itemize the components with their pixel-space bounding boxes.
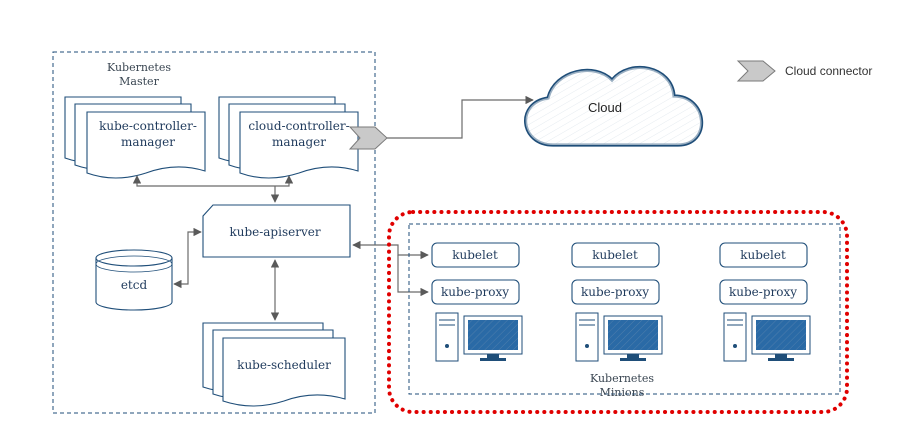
- cloud-controller-manager[interactable]: cloud-controller- manager: [218, 96, 359, 179]
- kube-apiserver-label: kube-apiserver: [229, 225, 320, 239]
- kube-controller-manager[interactable]: kube-controller- manager: [64, 96, 206, 179]
- apiserver-etcd-connector: [173, 227, 202, 289]
- kubelet-label: kubelet: [740, 248, 786, 262]
- kube-proxy-box[interactable]: [431, 279, 520, 305]
- minions-boundary: [408, 223, 841, 395]
- minions-title-line2: Minions: [600, 386, 645, 399]
- kube-apiserver[interactable]: kube-apiserver: [202, 204, 351, 258]
- minions-title-line1: Kubernetes: [590, 372, 654, 385]
- legend: Cloud connector: [736, 60, 872, 82]
- kube-scheduler-label: kube-scheduler: [237, 358, 331, 372]
- kubelet-label: kubelet: [592, 248, 638, 262]
- kube-proxy-label: kube-proxy: [441, 285, 509, 299]
- cloud-connector-icon: [348, 126, 388, 150]
- controllers-to-apiserver-connector: [132, 175, 294, 203]
- apiserver-to-minions-connector: [352, 240, 429, 297]
- kubelet-box[interactable]: [719, 242, 808, 268]
- cloud-controller-manager-label-line2: manager: [272, 135, 326, 149]
- etcd-label: etcd: [121, 278, 148, 292]
- cloud-link-arrow: [387, 95, 534, 139]
- kube-proxy-box[interactable]: [719, 279, 808, 305]
- computer-icon: [435, 312, 523, 362]
- kube-proxy-label: kube-proxy: [581, 285, 649, 299]
- cloud-controller-manager-label-line1: cloud-controller-: [248, 119, 349, 133]
- computer-icon: [575, 312, 663, 362]
- kube-proxy-label: kube-proxy: [729, 285, 797, 299]
- master-boundary: [52, 51, 376, 414]
- cloud[interactable]: Cloud: [524, 65, 704, 147]
- kubelet-box[interactable]: [431, 242, 520, 268]
- legend-cloud-connector-label: Cloud connector: [785, 64, 872, 78]
- etcd-database[interactable]: etcd: [95, 249, 173, 311]
- kubelet-box[interactable]: [571, 242, 660, 268]
- cloud-label: Cloud: [588, 100, 622, 115]
- cloud-connector-legend-icon: [736, 60, 776, 82]
- minion-node-3[interactable]: kubelet kube-proxy: [719, 242, 811, 362]
- kube-controller-manager-label-line1: kube-controller-: [99, 119, 197, 133]
- minion-node-1[interactable]: kubelet kube-proxy: [431, 242, 523, 362]
- kubelet-label: kubelet: [452, 248, 498, 262]
- minions-red-boundary: [387, 210, 849, 414]
- kube-controller-manager-label-line2: manager: [121, 135, 175, 149]
- computer-icon: [723, 312, 811, 362]
- kube-scheduler[interactable]: kube-scheduler: [202, 322, 346, 407]
- master-title-line1: Kubernetes: [107, 61, 171, 74]
- master-title-line2: Master: [119, 75, 159, 88]
- kube-proxy-box[interactable]: [571, 279, 660, 305]
- minion-node-2[interactable]: kubelet kube-proxy: [571, 242, 663, 362]
